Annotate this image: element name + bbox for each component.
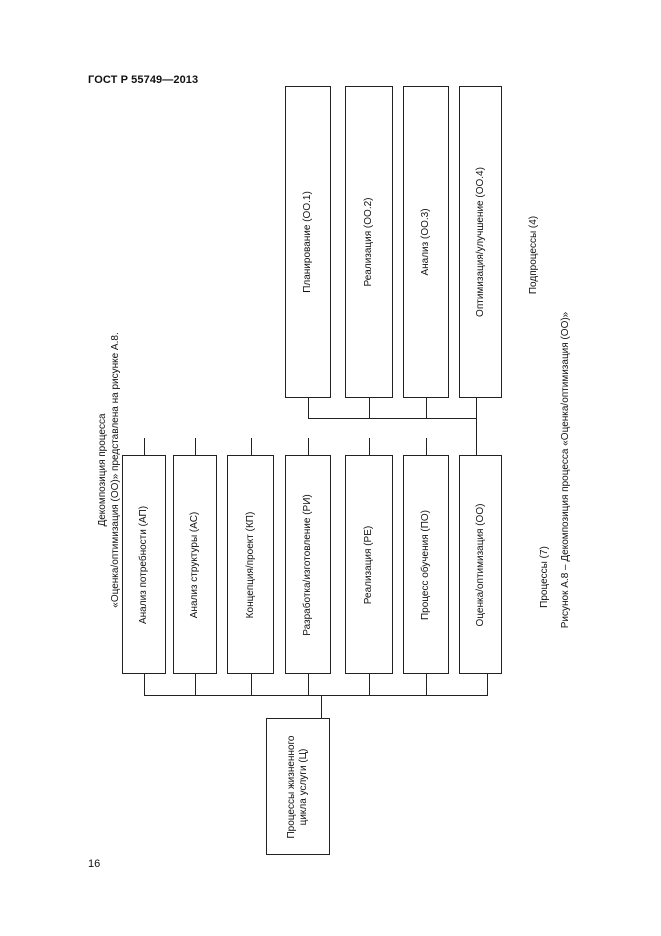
process-box-kp: Концепция/проект (КП) bbox=[227, 455, 274, 674]
process-label: Оценка/оптимизация (ОО) bbox=[474, 503, 486, 626]
intro-text-line1: Декомпозиция процесса bbox=[97, 413, 108, 527]
subprocess-label: Анализ (ОО.3) bbox=[420, 208, 431, 276]
figure-caption: Рисунок А.8 – Декомпозиция процесса «Оце… bbox=[560, 311, 571, 629]
subprocess-box-oo3: Анализ (ОО.3) bbox=[403, 86, 449, 398]
subprocess-box-oo2: Реализация (ОО.2) bbox=[345, 86, 393, 398]
process-label: Анализ структуры (АС) bbox=[189, 511, 200, 618]
subprocess-label: Планирование (ОО.1) bbox=[302, 191, 313, 293]
process-label: Разработка/изготовление (РИ) bbox=[302, 493, 313, 636]
process-box-po: Процесс обучения (ПО) bbox=[403, 455, 449, 674]
process-label: Концепция/проект (КП) bbox=[244, 511, 256, 618]
subprocess-label: Оптимизация/улучшение (ОО.4) bbox=[474, 167, 486, 317]
process-box-ap: Анализ потребности (АП) bbox=[122, 455, 166, 674]
intro-text-line2: «Оценка/оптимизация (ОО)» представлена н… bbox=[110, 332, 121, 608]
subprocesses-label: Подпроцессы (4) bbox=[528, 215, 539, 295]
process-box-as: Анализ структуры (АС) bbox=[173, 455, 217, 674]
processes-label: Процессы (7) bbox=[539, 546, 550, 608]
process-box-oo: Оценка/оптимизация (ОО) bbox=[459, 455, 502, 674]
process-label: Анализ потребности (АП) bbox=[138, 505, 149, 624]
process-box-re: Реализация (РЕ) bbox=[345, 455, 393, 674]
process-label: Процесс обучения (ПО) bbox=[420, 509, 431, 620]
subprocess-box-oo4: Оптимизация/улучшение (ОО.4) bbox=[459, 86, 502, 398]
process-box-ri: Разработка/изготовление (РИ) bbox=[285, 455, 331, 674]
process-label: Реализация (РЕ) bbox=[363, 525, 374, 604]
page-number: 16 bbox=[88, 858, 101, 870]
subprocess-label: Реализация (ОО.2) bbox=[363, 197, 374, 287]
document-header: ГОСТ Р 55749—2013 bbox=[88, 74, 199, 86]
subprocess-box-oo1: Планирование (ОО.1) bbox=[285, 86, 331, 398]
